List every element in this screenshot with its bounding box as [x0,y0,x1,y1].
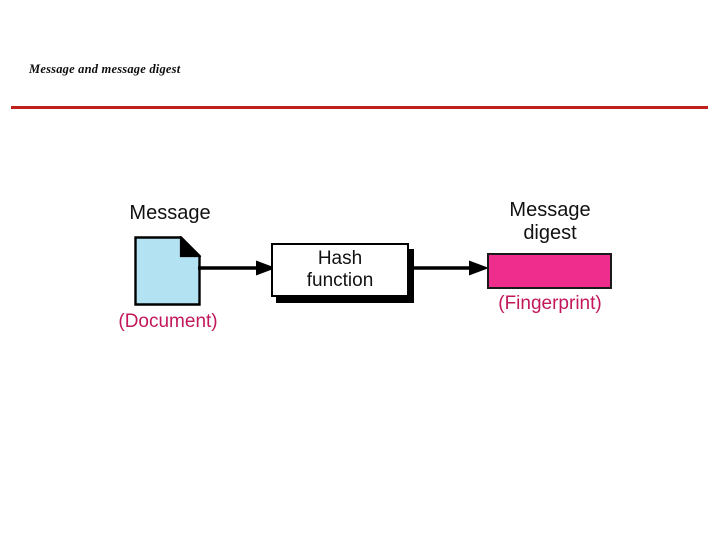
hash-function-label: Hash function [306,248,374,291]
page-title: Message and message digest [29,62,181,76]
document-page-icon [134,234,203,306]
message-digest-rectangle [487,253,612,289]
arrow-message-to-hash-icon [198,258,276,278]
arrow-hash-to-digest-icon [411,258,489,278]
fingerprint-caption: (Fingerprint) [498,293,602,314]
message-label: Message [129,202,211,224]
document-caption: (Document) [118,311,218,332]
message-digest-label: Message digest [509,199,591,244]
hash-function-box: Hash function [271,243,409,297]
title-divider-rule [11,106,708,109]
